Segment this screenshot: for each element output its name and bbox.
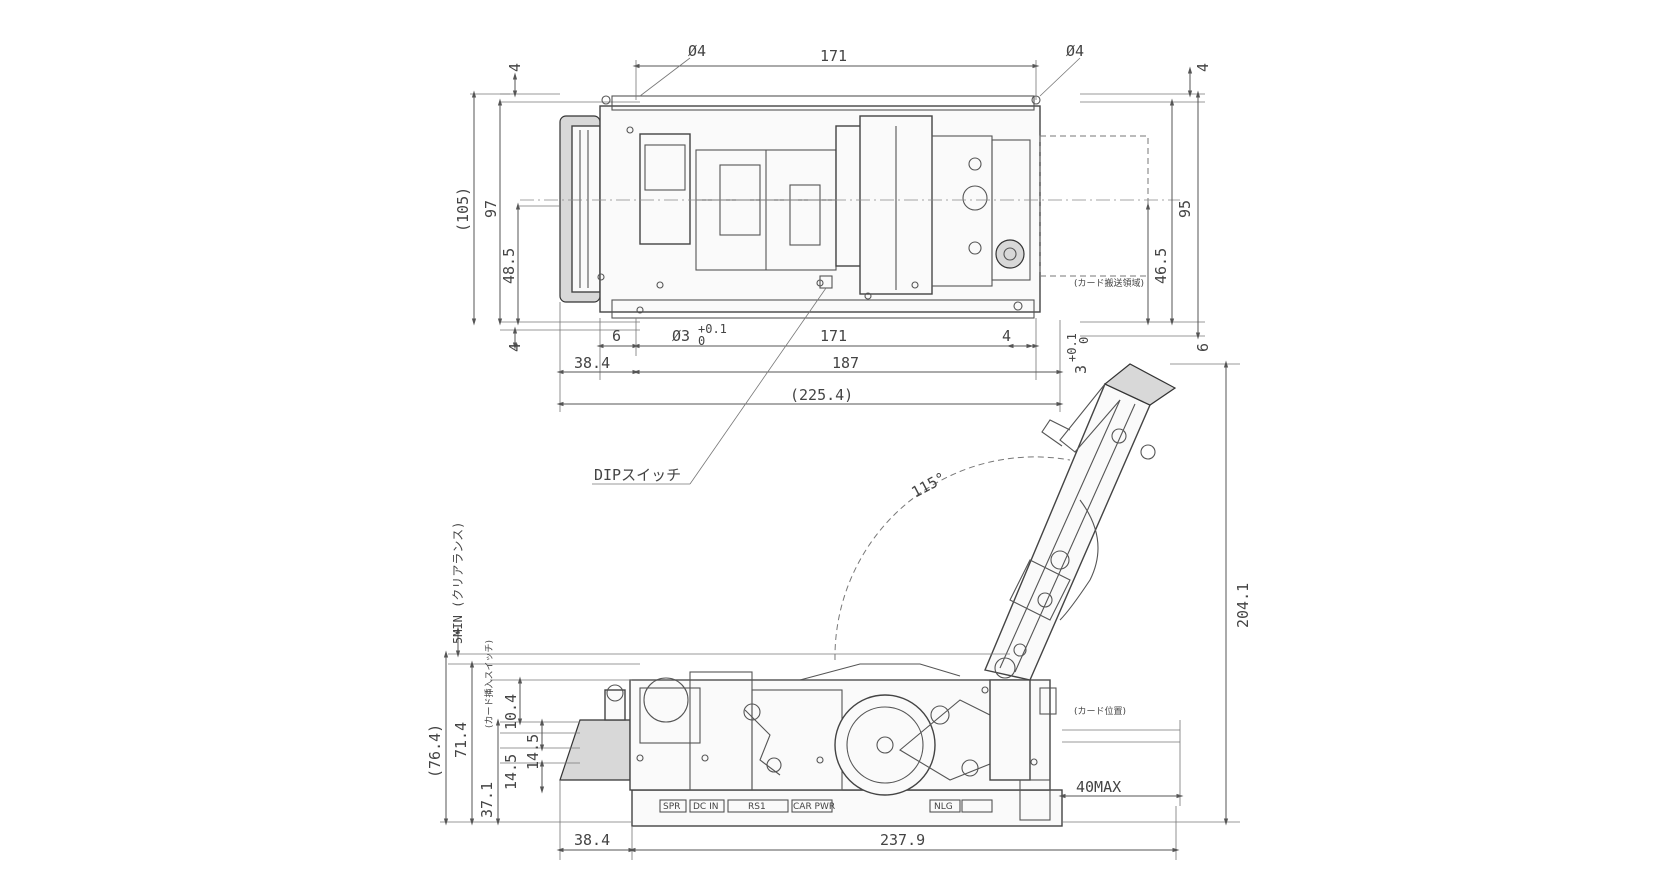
opened-cover	[984, 363, 1177, 681]
dim-14-5-a-label: 14.5	[524, 734, 542, 770]
height-95-label: 95	[1176, 200, 1194, 218]
hole-bottom-label: Ø3	[672, 327, 690, 345]
card-position-note: (カード位置)	[1074, 705, 1126, 717]
dim-14-5-b-label: 14.5	[502, 754, 520, 790]
pcb-label-dcin: DC IN	[693, 802, 718, 812]
height-46-5-label: 46.5	[1152, 248, 1170, 284]
width-bottom-label: 171	[820, 327, 847, 345]
mount-hole-bottom-left	[636, 306, 644, 314]
margin-bottom-left-label: 4	[506, 343, 524, 352]
front-38-4-top-label: 38.4	[574, 354, 610, 372]
height-76-4-label: (76.4)	[426, 724, 444, 778]
offset-6-label: 6	[612, 327, 621, 345]
height-37-1-label: 37.1	[478, 782, 496, 818]
top-view: Ø4 171 Ø4 4 (105) 97 48.5 4 4 95 46.5 6 …	[454, 42, 1212, 485]
pcb-label-spr: SPR	[663, 802, 680, 812]
height-48-5-label: 48.5	[500, 248, 518, 284]
dip-switch-label: DIPスイッチ	[594, 466, 681, 484]
slot-tol2-label: 0	[1077, 337, 1091, 344]
slot-tol-label: +0.1	[1065, 333, 1079, 362]
width-top-label: 171	[820, 47, 847, 65]
transport-wheel	[834, 694, 936, 796]
side-view: SPR DC IN RS1 CAR PWR NLG	[426, 360, 1252, 860]
height-204-1-label: 204.1	[1234, 583, 1252, 628]
gear	[995, 239, 1025, 269]
margin-top-right-label: 4	[1194, 63, 1212, 72]
hole-bottom-tol2-label: 0	[698, 334, 705, 348]
rotation-arc	[834, 456, 1071, 661]
height-overall-label: (105)	[454, 187, 472, 232]
front-bezel-side	[559, 719, 631, 781]
height-71-4-label: 71.4	[452, 722, 470, 758]
card-switch-note: (カード挿入スイッチ)	[483, 640, 495, 728]
base-plate	[631, 789, 1063, 827]
height-97-label: 97	[482, 200, 500, 218]
front-38-4-side-label: 38.4	[574, 831, 610, 849]
pcb-label-carpwr: CAR PWR	[793, 802, 835, 812]
length-237-9-label: 237.9	[880, 831, 925, 849]
card-transport-area	[1039, 135, 1149, 277]
pcb-label-rs1: RS1	[748, 802, 766, 812]
hole-top-left-label: Ø4	[688, 42, 706, 60]
card-transfer-note: (カード搬送領域)	[1074, 277, 1144, 289]
hole-top-right-label: Ø4	[1066, 42, 1084, 60]
slot-bottom-right-label: 3	[1072, 365, 1090, 374]
hole-bottom-tol-label: +0.1	[698, 322, 727, 336]
angle-label: 115°	[908, 469, 948, 502]
length-total-label: (225.4)	[790, 386, 853, 404]
pcb-label-nlg: NLG	[934, 802, 953, 812]
max-40-label: 40MAX	[1076, 778, 1121, 796]
pcb-connectors: SPR DC IN RS1 CAR PWR NLG	[659, 799, 993, 813]
offset-4-label: 4	[1002, 327, 1011, 345]
length-187-label: 187	[832, 354, 859, 372]
margin-top-left-label: 4	[506, 63, 524, 72]
margin-bottom-right-label: 6	[1194, 343, 1212, 352]
mount-hole-top-left	[601, 95, 611, 105]
clearance-label: 5MIN (クリアランス)	[451, 522, 465, 644]
dim-10-4-label: 10.4	[502, 694, 520, 730]
